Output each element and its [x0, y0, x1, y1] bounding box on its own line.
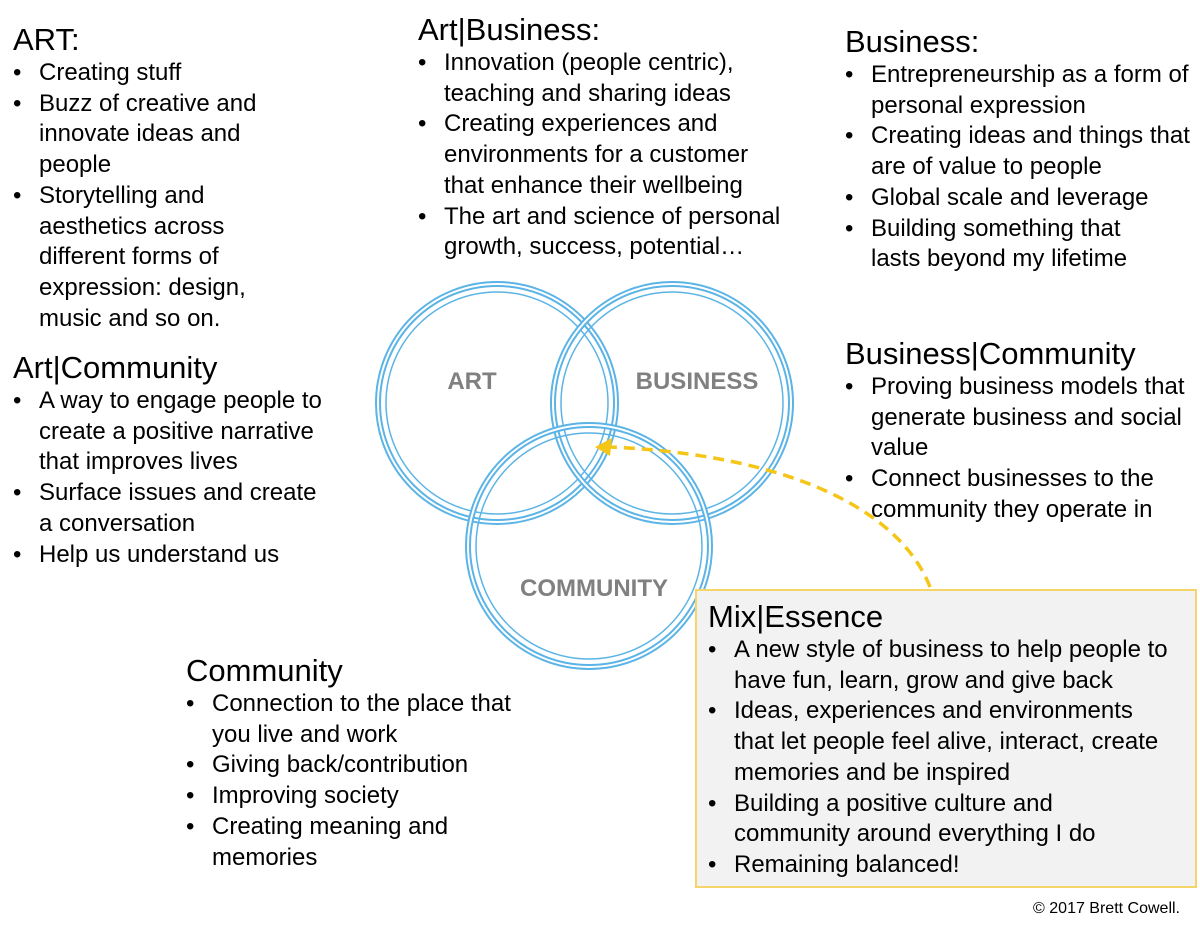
- bullet-list: A new style of business to help people t…: [708, 635, 1188, 881]
- copyright-text: © 2017 Brett Cowell.: [1033, 900, 1180, 917]
- bullet-list: Innovation (people centric), teaching an…: [418, 48, 813, 263]
- list-item: Global scale and leverage: [845, 183, 1200, 214]
- list-item: Creating ideas and things that are of va…: [845, 121, 1193, 182]
- circle-art: [375, 281, 619, 525]
- list-item: Creating experiences and environments fo…: [418, 109, 794, 201]
- bullet-list: Entrepreneurship as a form of personal e…: [845, 60, 1195, 275]
- list-item: Giving back/contribution: [186, 750, 532, 781]
- dashed-arrow-line: [609, 445, 932, 588]
- venn-label-art: ART: [447, 368, 497, 395]
- list-item: Building something that lasts beyond my …: [845, 214, 1171, 275]
- section-art-business: Art|Business: Innovation (people centric…: [418, 12, 813, 263]
- section-heading: Business|Community: [845, 336, 1136, 371]
- circle-community: [465, 422, 713, 670]
- list-item: Innovation (people centric), teaching an…: [418, 48, 764, 109]
- section-art: ART: Creating stuff Buzz of creative and…: [13, 22, 313, 334]
- bullet-list: A way to engage people to create a posit…: [13, 386, 343, 570]
- section-business: Business: Entrepreneurship as a form of …: [845, 24, 1195, 275]
- list-item: Connection to the place that you live an…: [186, 689, 512, 750]
- list-item: Creating meaning and memories: [186, 812, 497, 873]
- section-mix-essence: Mix|Essence A new style of business to h…: [708, 599, 1188, 881]
- section-heading: Art|Community: [13, 350, 218, 385]
- section-heading: ART:: [13, 22, 80, 57]
- list-item: Buzz of creative and innovate ideas and …: [13, 89, 279, 181]
- list-item: Improving society: [186, 781, 532, 812]
- list-item: Ideas, experiences and environments that…: [708, 696, 1174, 788]
- bullet-list: Creating stuff Buzz of creative and inno…: [13, 58, 313, 334]
- list-item: Surface issues and create a conversation: [13, 478, 329, 539]
- list-item: Help us understand us: [13, 540, 349, 571]
- list-item: Proving business models that generate bu…: [845, 372, 1200, 464]
- list-item: A way to engage people to create a posit…: [13, 386, 339, 478]
- section-heading: Community: [186, 653, 343, 688]
- list-item: Creating stuff: [13, 58, 313, 89]
- bullet-list: Connection to the place that you live an…: [186, 689, 516, 873]
- list-item: The art and science of personal growth, …: [418, 202, 819, 263]
- section-heading: Mix|Essence: [708, 599, 884, 634]
- section-heading: Art|Business:: [418, 12, 601, 47]
- arrow-head-icon: [595, 438, 612, 456]
- list-item: A new style of business to help people t…: [708, 635, 1189, 696]
- venn-label-community: COMMUNITY: [520, 575, 668, 602]
- list-item: Connect businesses to the community they…: [845, 464, 1200, 525]
- section-community: Community Connection to the place that y…: [186, 653, 516, 873]
- section-art-community: Art|Community A way to engage people to …: [13, 350, 343, 570]
- venn-label-business: BUSINESS: [636, 368, 759, 395]
- list-item: Building a positive culture and communit…: [708, 789, 1154, 850]
- section-business-community: Business|Community Proving business mode…: [845, 336, 1197, 526]
- bullet-list: Proving business models that generate bu…: [845, 372, 1197, 526]
- list-item: Remaining balanced!: [708, 850, 1154, 881]
- circle-business: [550, 281, 794, 525]
- list-item: Storytelling and aesthetics across diffe…: [13, 181, 281, 335]
- section-heading: Business:: [845, 24, 980, 59]
- list-item: Entrepreneurship as a form of personal e…: [845, 60, 1200, 121]
